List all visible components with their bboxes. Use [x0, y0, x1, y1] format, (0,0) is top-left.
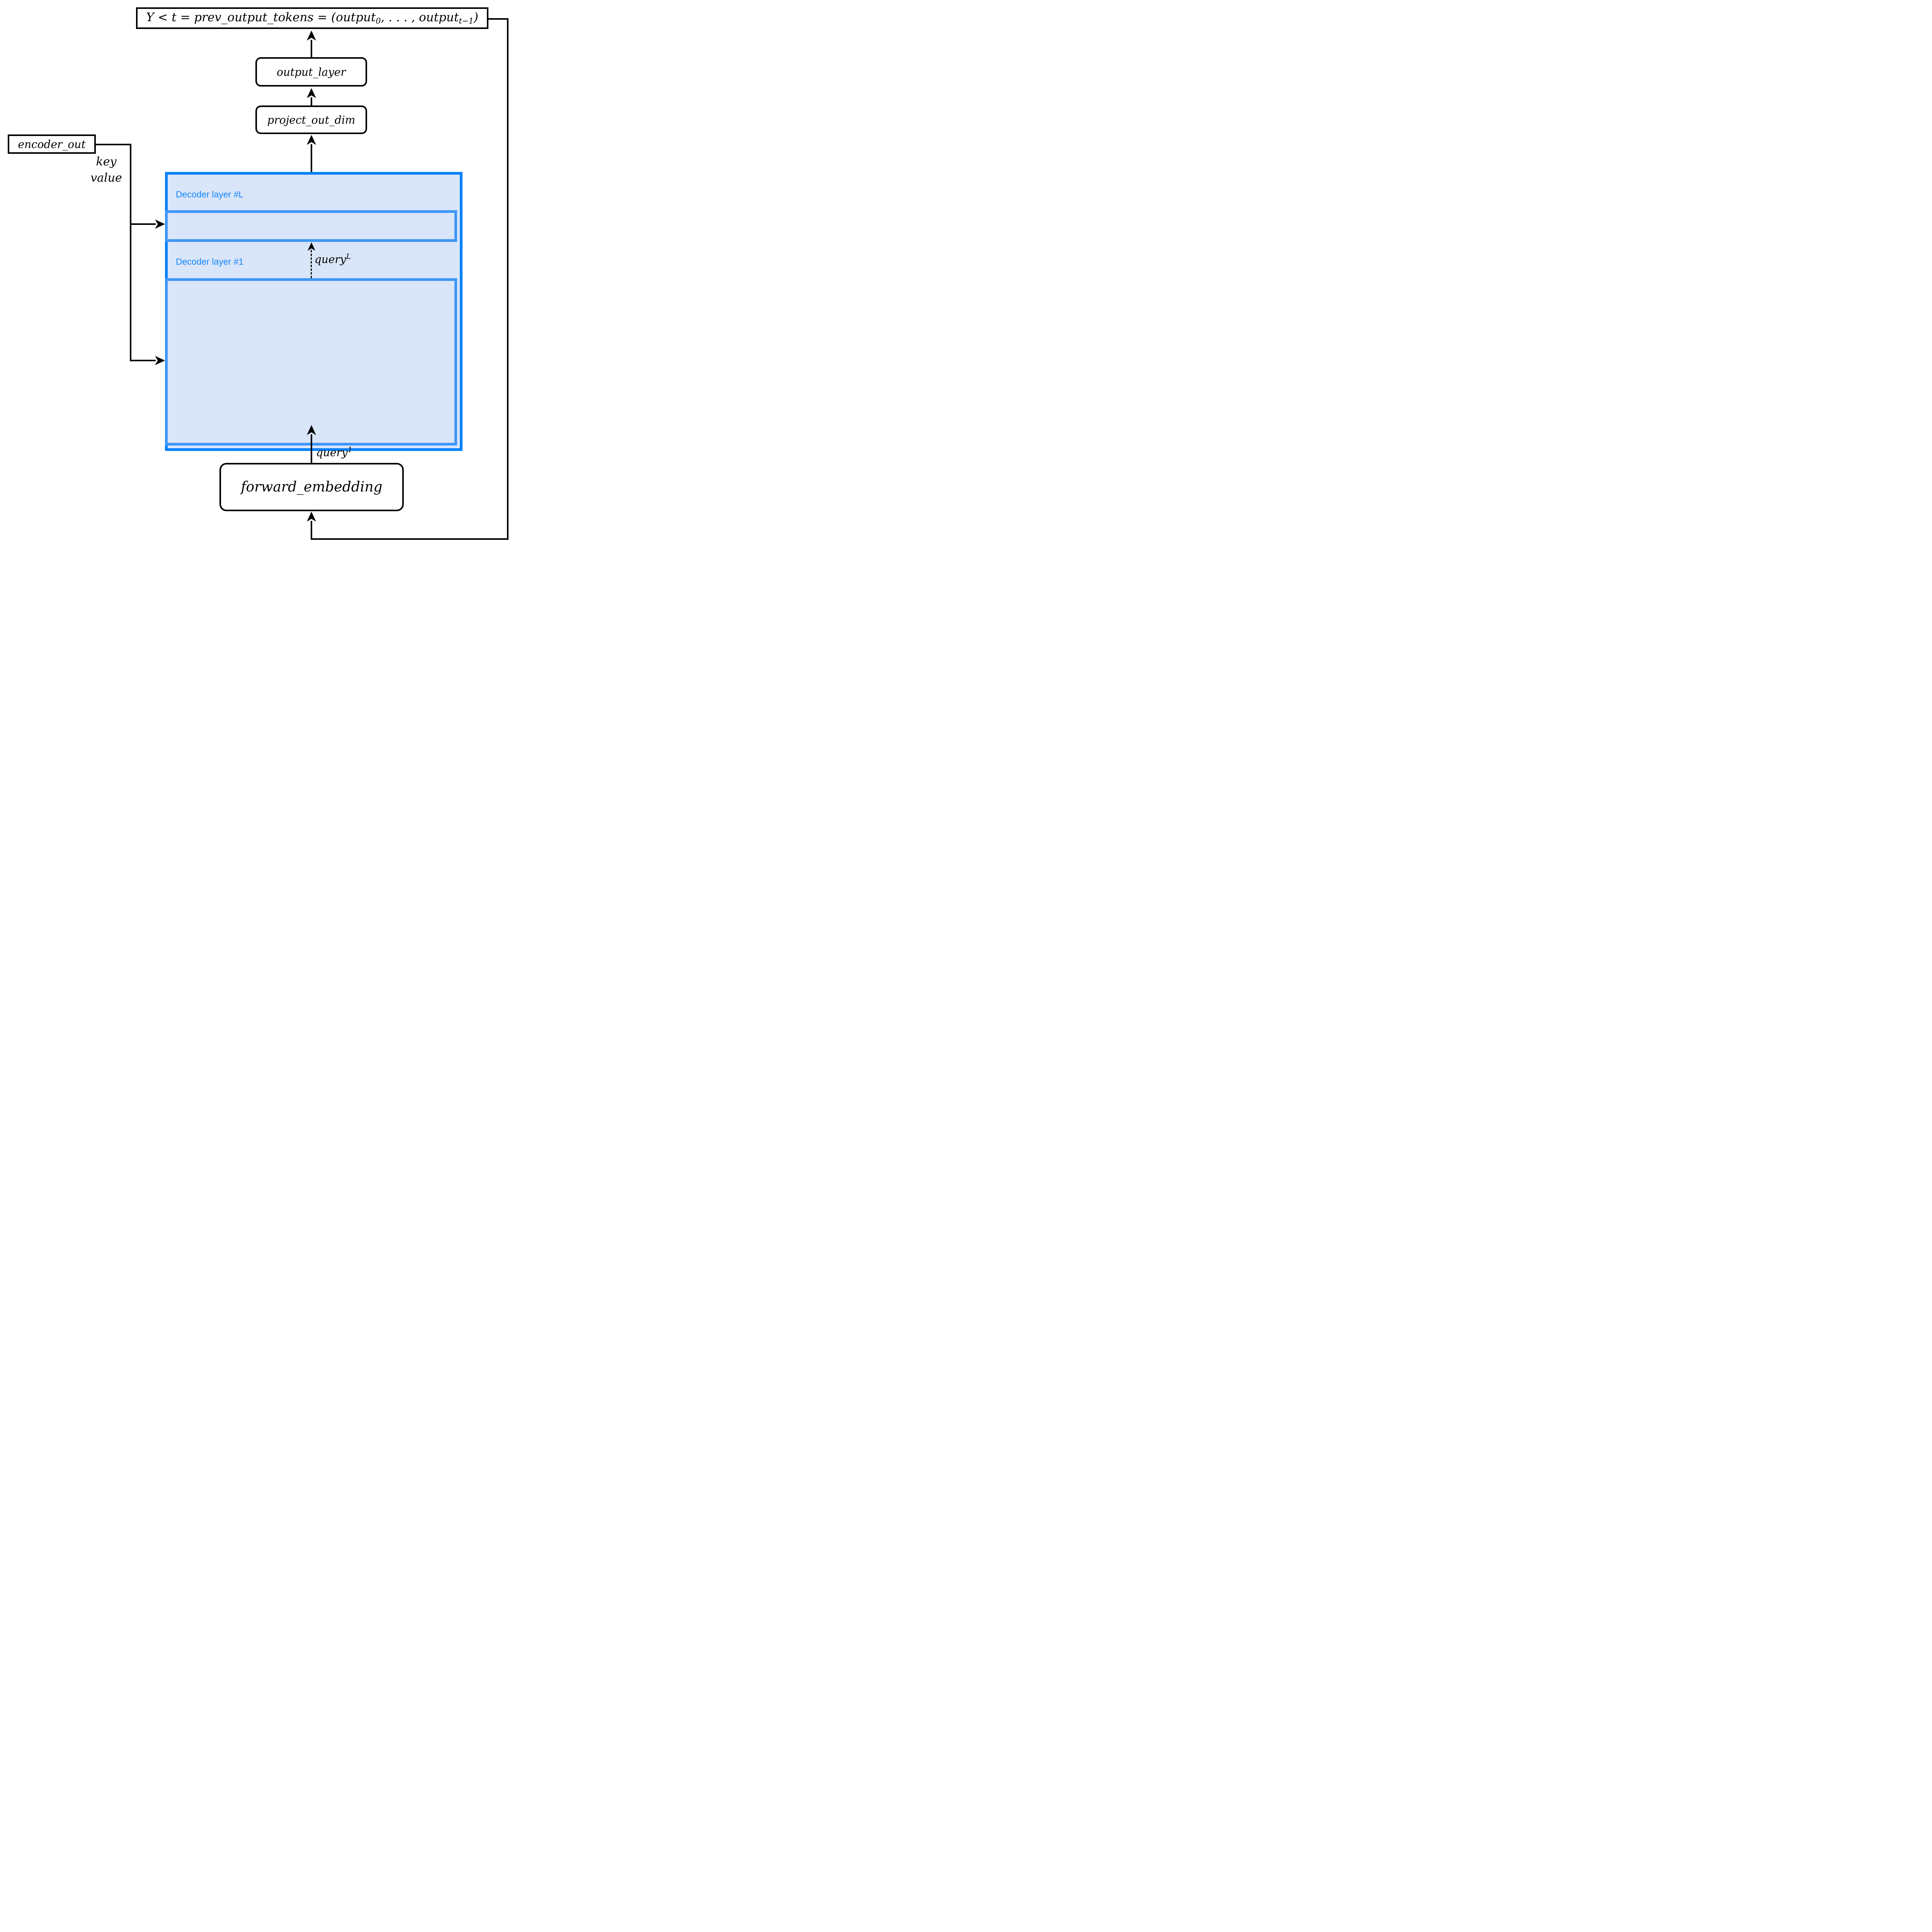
- query-1-label: query1: [316, 446, 352, 459]
- encoder-branch-lower-line: [131, 360, 156, 361]
- query-L-base: query: [315, 253, 346, 266]
- decoder-layer-1-label: Decoder layer #1: [176, 257, 244, 267]
- prev-output-tokens-equation: Y < t = prev_output_tokens = (output0, .…: [146, 10, 478, 26]
- encoder-connector-top-line: [96, 144, 131, 145]
- loop-line-right: [507, 18, 509, 540]
- arrow-output-to-tokens-line: [311, 40, 312, 57]
- decoder-stack-middle-panel: [165, 210, 457, 242]
- arrowhead-decoder-to-project-icon: [307, 135, 316, 145]
- arrowhead-output-to-tokens-icon: [307, 31, 316, 41]
- equation-part3: ): [473, 10, 478, 25]
- equation-part2: , . . . , output: [381, 10, 459, 25]
- arrowhead-loop-to-embedding-icon: [307, 512, 316, 522]
- loop-line-top: [488, 18, 509, 20]
- equation-sub0: 0: [376, 16, 381, 26]
- encoder-connector-vertical-line: [130, 144, 131, 361]
- decoder-stack-body-panel: [165, 278, 457, 446]
- output-layer-box: output_layer: [255, 57, 367, 87]
- encoder-out-label: encoder_out: [18, 138, 86, 151]
- arrow-decoder-to-project-line: [311, 144, 312, 172]
- query-L-label: queryL: [315, 252, 351, 266]
- prev-output-tokens-box: Y < t = prev_output_tokens = (output0, .…: [136, 7, 488, 29]
- equation-part1: Y < t = prev_output_tokens = (output: [146, 10, 376, 25]
- arrowhead-project-to-output-icon: [307, 88, 316, 98]
- query-L-sup: L: [346, 252, 351, 261]
- diagram-canvas: Decoder layer #L Decoder layer #1 Y < t …: [0, 0, 516, 549]
- project-out-dim-label: project_out_dim: [267, 113, 355, 126]
- output-layer-label: output_layer: [277, 65, 346, 78]
- arrow-embedding-to-decoder-line: [311, 434, 312, 463]
- encoder-branch-upper-line: [131, 223, 156, 225]
- query-1-base: query: [316, 446, 348, 459]
- equation-sub-t1: t−1: [459, 16, 474, 26]
- forward-embedding-label: forward_embedding: [241, 479, 383, 495]
- project-out-dim-box: project_out_dim: [255, 105, 367, 134]
- arrowhead-encoder-lower-icon: [155, 356, 165, 365]
- dashed-query-arrow-line: [311, 250, 312, 278]
- loop-line-bottom: [311, 538, 509, 540]
- query-1-sup: 1: [347, 446, 352, 454]
- arrow-project-to-output-line: [311, 97, 312, 105]
- decoder-layer-L-label: Decoder layer #L: [176, 189, 244, 199]
- key-label: key: [96, 155, 117, 168]
- value-label: value: [90, 171, 122, 185]
- forward-embedding-box: forward_embedding: [219, 463, 404, 511]
- encoder-out-box: encoder_out: [8, 134, 96, 154]
- arrowhead-encoder-upper-icon: [155, 219, 165, 229]
- loop-line-return: [311, 521, 312, 540]
